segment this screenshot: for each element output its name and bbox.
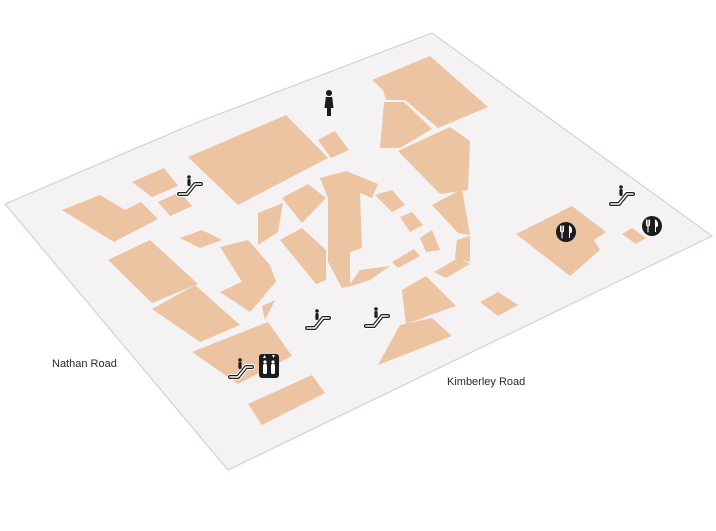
shop-unit bbox=[220, 240, 276, 304]
shop-unit bbox=[380, 102, 432, 148]
shop-unit bbox=[132, 168, 178, 197]
shop-unit bbox=[398, 127, 470, 194]
shop-unit bbox=[282, 184, 326, 223]
shop-unit bbox=[188, 115, 328, 205]
shop-unit bbox=[248, 375, 325, 425]
shop-unit bbox=[455, 236, 470, 262]
dining-icon bbox=[555, 221, 577, 243]
shop-units bbox=[62, 56, 646, 425]
shop-unit bbox=[258, 203, 283, 245]
shop-unit bbox=[432, 189, 470, 235]
lift-icon bbox=[259, 354, 279, 378]
street-label-kimberley-road: Kimberley Road bbox=[447, 376, 526, 388]
street-label-nathan-road: Nathan Road bbox=[52, 358, 117, 370]
floor-slab bbox=[4, 32, 714, 471]
shop-unit bbox=[378, 318, 452, 365]
shop-unit bbox=[372, 56, 488, 128]
shop-unit bbox=[348, 266, 390, 287]
shop-unit bbox=[62, 195, 158, 242]
escalator-icon bbox=[364, 306, 390, 332]
shop-unit bbox=[180, 230, 222, 248]
shop-unit bbox=[400, 212, 423, 232]
shop-unit bbox=[108, 240, 198, 303]
dining-icon bbox=[641, 215, 663, 237]
shop-unit bbox=[480, 292, 518, 316]
restroom-icon bbox=[324, 90, 334, 116]
shop-unit bbox=[320, 171, 378, 288]
shop-unit bbox=[392, 249, 420, 268]
shop-unit bbox=[280, 228, 326, 284]
shop-unit bbox=[152, 285, 240, 342]
shop-unit bbox=[434, 258, 470, 278]
shop-unit bbox=[402, 276, 456, 324]
shop-unit bbox=[420, 230, 440, 252]
escalator-icon bbox=[177, 174, 203, 200]
escalator-icon bbox=[228, 357, 254, 383]
shop-unit bbox=[262, 300, 275, 320]
shop-unit bbox=[375, 190, 405, 212]
shop-unit bbox=[622, 228, 646, 244]
shop-unit bbox=[516, 206, 606, 276]
shop-unit bbox=[318, 131, 349, 158]
escalator-icon bbox=[609, 184, 635, 210]
escalator-icon bbox=[305, 308, 331, 334]
